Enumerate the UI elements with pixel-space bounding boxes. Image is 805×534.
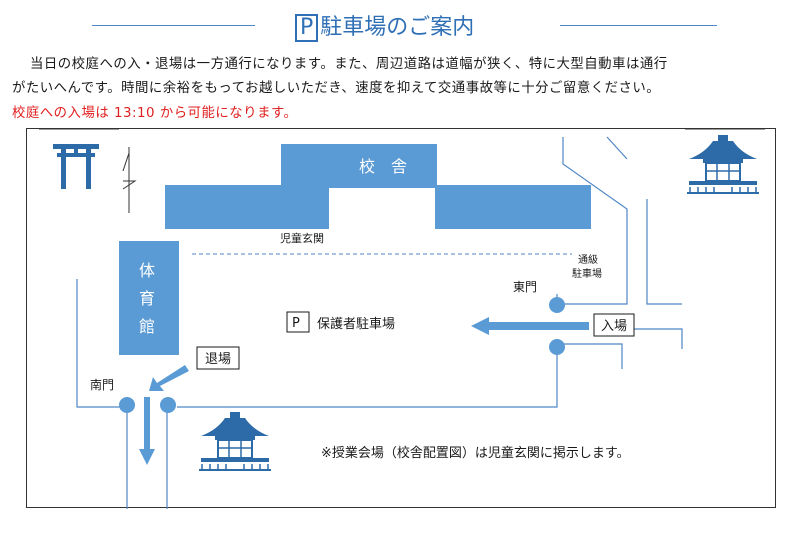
title-text: 駐車場のご案内: [320, 15, 475, 40]
east-gate-post-2: [549, 339, 565, 355]
gymnasium: 体 育 館: [119, 241, 179, 355]
up-arrow-icon: [295, 211, 309, 225]
south-gate-label: 南門: [90, 377, 114, 392]
north-arrow-icon: [122, 147, 137, 213]
exit-label: 退場: [205, 352, 231, 367]
enter-label-box: [593, 313, 635, 337]
east-gate-label: 東門: [513, 280, 537, 294]
gym-label-1: 体: [139, 261, 155, 280]
campus-map: 校 舎 児童玄関 体 育 館 通級: [26, 128, 776, 509]
parking-icon: P: [295, 14, 319, 42]
temple-icon-north-east: [686, 134, 760, 194]
south-gate-post-1: [119, 397, 135, 413]
south-gate-post-2: [160, 397, 176, 413]
enter-label: 入場: [601, 319, 627, 334]
entry-time-notice: 校庭への入場は 13:10 から可能になります。: [12, 106, 298, 121]
title-rule-right: [560, 25, 717, 26]
down-arrow-icon: [139, 397, 155, 465]
exit-label-box: [196, 346, 240, 370]
intro-line-1: 当日の校庭への入・退場は一方通行になります。また、周辺道路は道幅が狭く、特に大型…: [30, 57, 668, 72]
parking-box-symbol: P: [292, 316, 300, 331]
title-rule-left: [92, 25, 255, 26]
parking-label: 保護者駐車場: [317, 316, 395, 332]
gym-label-3: 館: [139, 317, 155, 336]
exit-arrow-icon: [149, 365, 189, 391]
gym-label-2: 育: [139, 289, 155, 308]
temple-icon-south: [198, 411, 272, 471]
shrine-torii-icon: [53, 144, 99, 189]
intro-text: 当日の校庭への入・退場は一方通行になります。また、周辺道路は道幅が狭く、特に大型…: [12, 53, 797, 101]
entrance-label: 児童玄関: [280, 231, 324, 245]
venue-note: ※授業会場（校舎配置図）は児童玄関に掲示します。: [321, 445, 630, 461]
staff-parking-label-2: 駐車場: [572, 267, 602, 280]
intro-line-2: がたいへんです。時間に余裕をもってお越しいただき、速度を抑えて交通事故等に十分ご…: [12, 81, 661, 96]
parking-box-icon: [286, 311, 310, 333]
enter-arrow-icon: [471, 317, 589, 335]
east-gate-post-1: [549, 297, 565, 313]
staff-parking-label-1: 通級: [578, 253, 598, 266]
school-building: 校 舎: [165, 144, 591, 232]
school-building-label: 校 舎: [359, 157, 407, 176]
